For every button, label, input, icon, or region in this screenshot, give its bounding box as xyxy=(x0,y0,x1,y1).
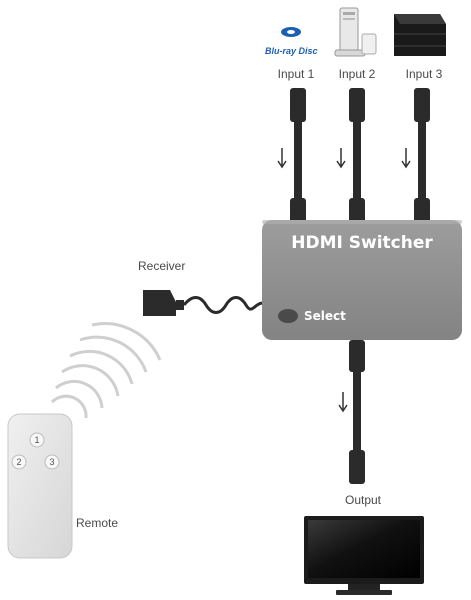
down-arrow-icon xyxy=(338,392,348,413)
remote-button-2[interactable] xyxy=(11,454,27,470)
remote-label: Remote xyxy=(76,516,118,530)
receiver-label: Receiver xyxy=(138,259,185,273)
remote-button-1-label: 1 xyxy=(34,435,39,445)
input-3-label: Input 3 xyxy=(406,67,443,81)
input-2-cable xyxy=(349,88,365,224)
output-cable xyxy=(349,340,365,484)
input-1-label: Input 1 xyxy=(278,67,315,81)
remote-button-3[interactable] xyxy=(44,454,60,470)
select-button[interactable] xyxy=(278,309,298,323)
black-console-icon xyxy=(394,14,446,56)
remote-button-2-label: 2 xyxy=(16,457,21,467)
input-2-label: Input 2 xyxy=(339,67,376,81)
remote-button-1[interactable] xyxy=(29,432,45,448)
input-arrows xyxy=(277,148,411,169)
receiver-cable xyxy=(182,296,263,314)
output-label: Output xyxy=(345,493,382,507)
white-console-icon xyxy=(334,7,377,57)
bluray-logo-text: Blu-ray Disc xyxy=(265,46,318,56)
switcher-title: HDMI Switcher xyxy=(291,233,433,253)
hdmi-switcher: HDMI Switcher Select xyxy=(262,220,462,340)
signal-waves-icon xyxy=(50,322,162,419)
remote-icon: 1 2 3 xyxy=(7,413,73,559)
remote-button-3-label: 3 xyxy=(49,457,54,467)
down-arrow-icon xyxy=(277,148,287,169)
receiver-icon xyxy=(143,290,184,316)
bluray-logo-icon: Blu-ray Disc xyxy=(265,27,318,56)
down-arrow-icon xyxy=(401,148,411,169)
down-arrow-icon xyxy=(336,148,346,169)
tv-icon xyxy=(304,516,424,595)
input-3-cable xyxy=(414,88,430,224)
input-1-cable xyxy=(290,88,306,224)
select-label: Select xyxy=(304,309,346,323)
